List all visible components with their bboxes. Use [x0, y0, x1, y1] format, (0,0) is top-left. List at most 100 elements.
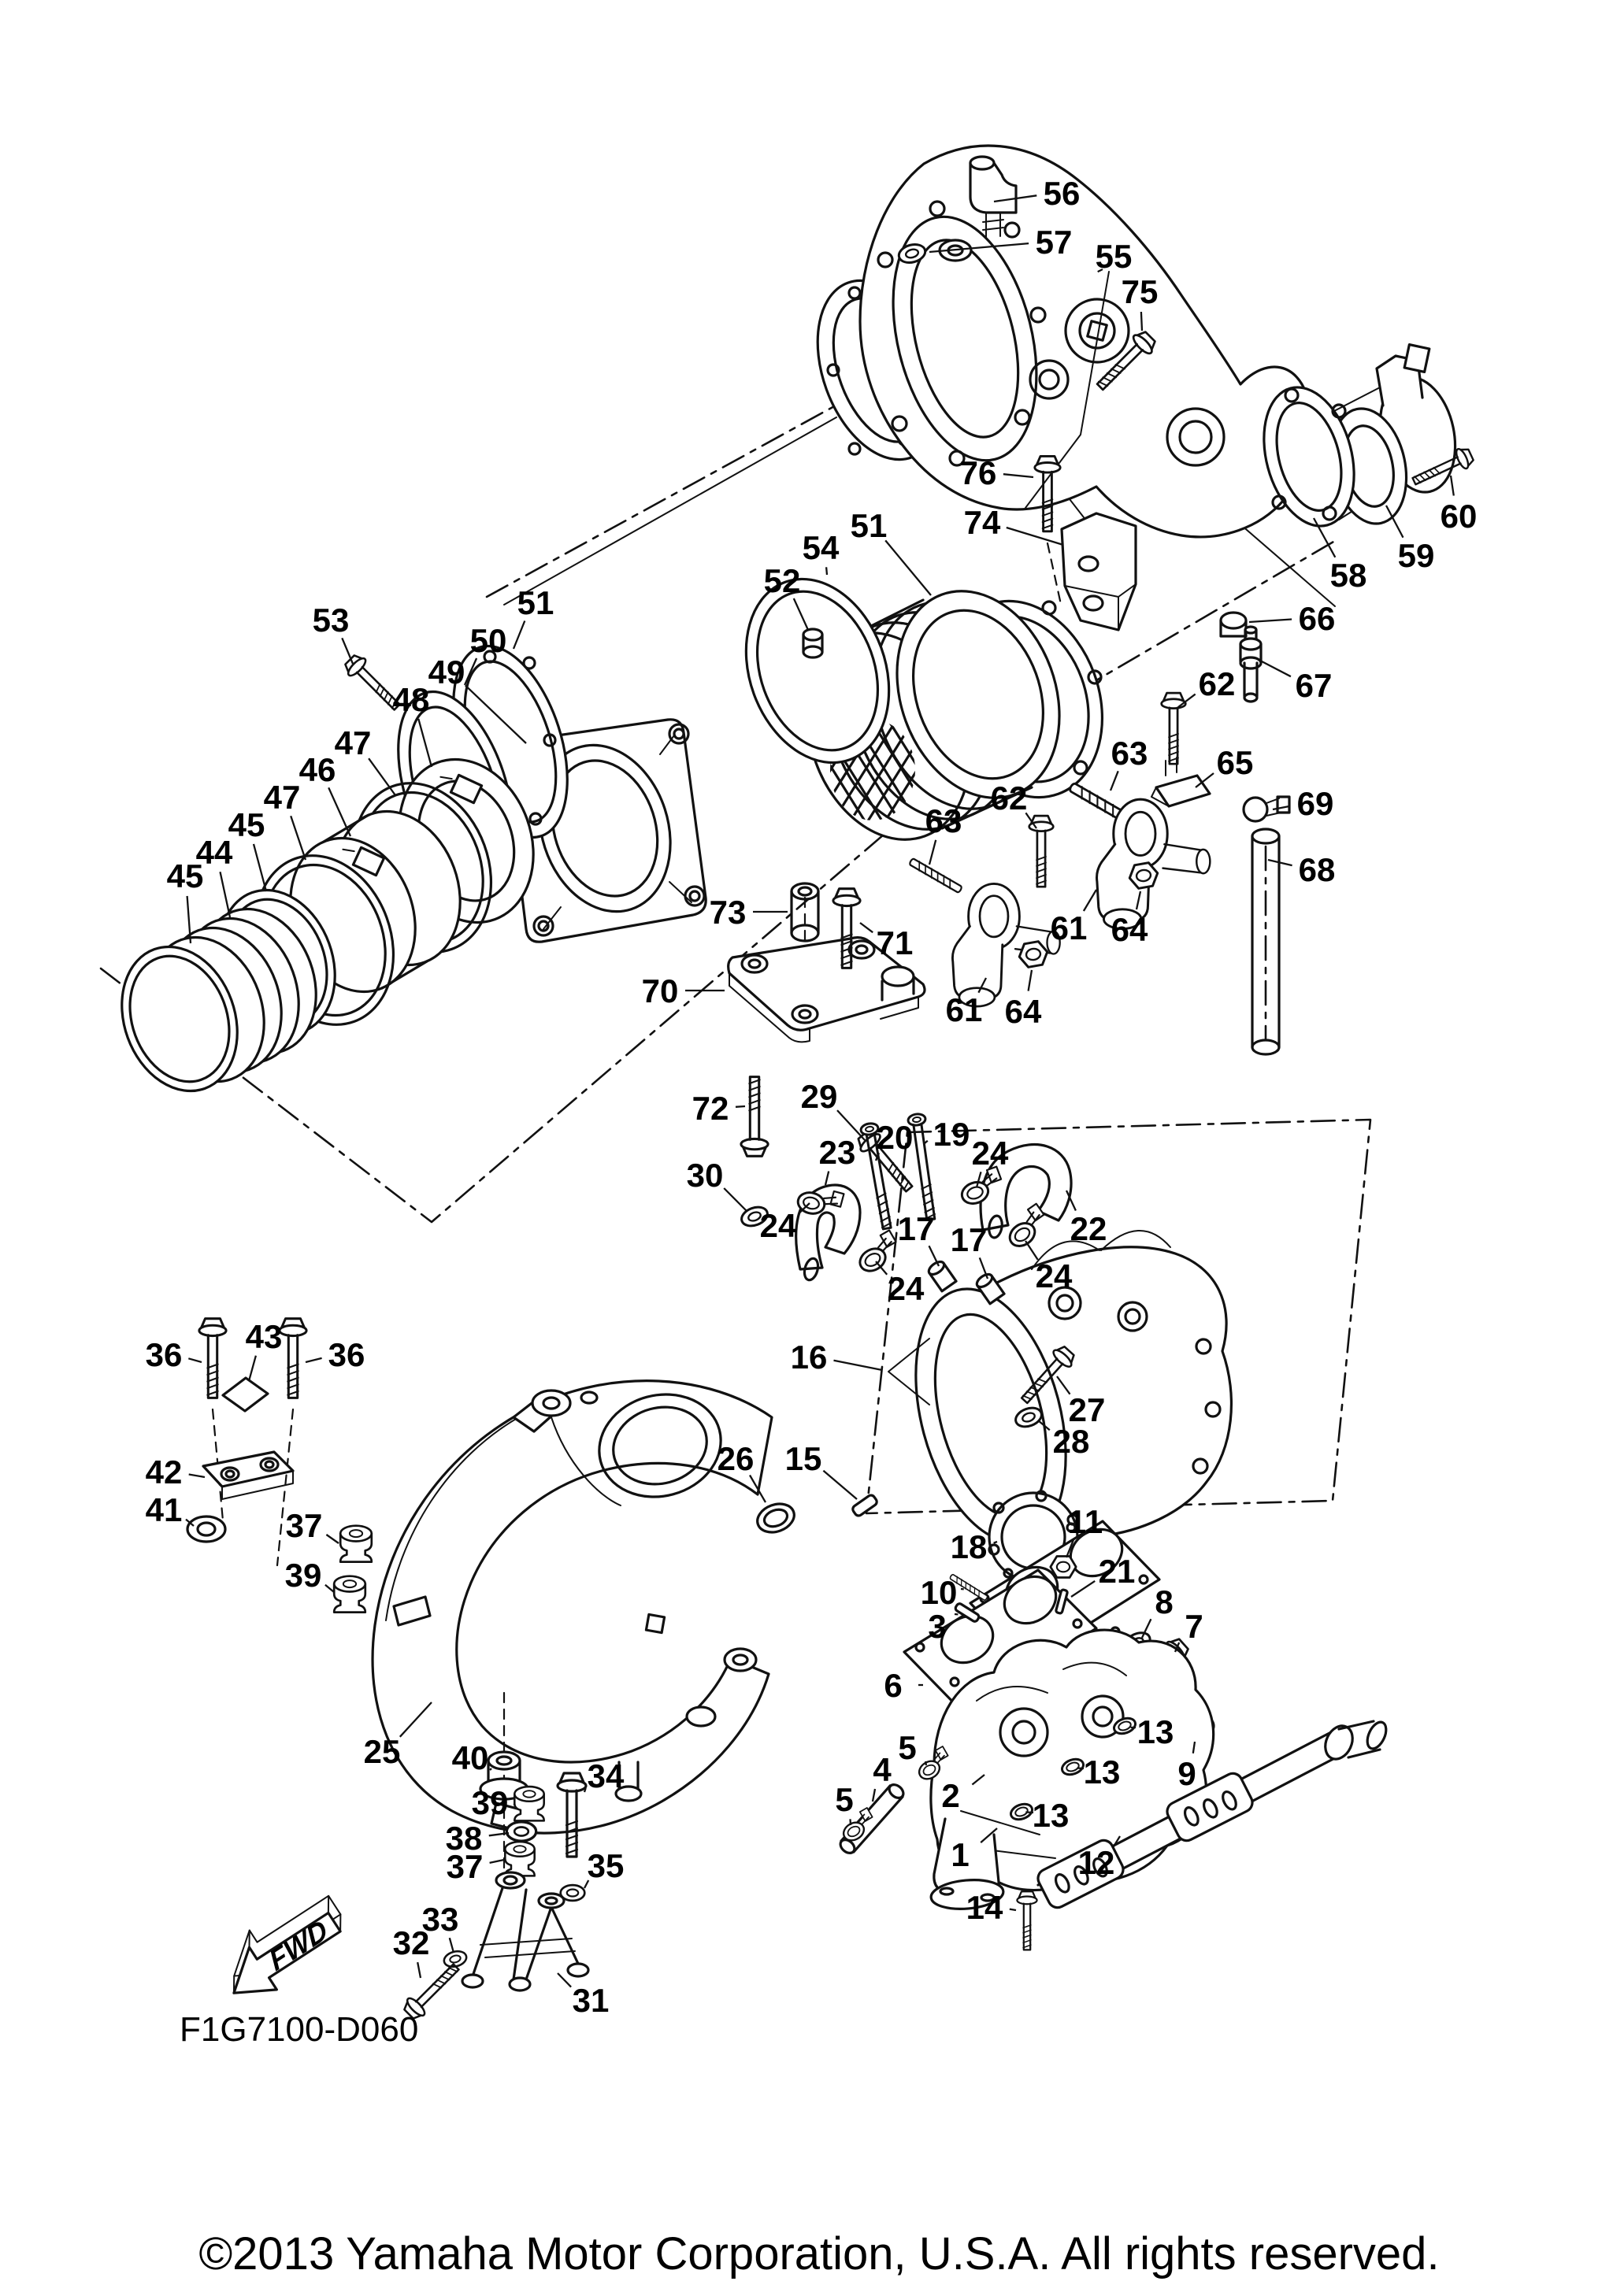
- leader-39: [324, 1583, 335, 1593]
- leader-1: [980, 1828, 998, 1843]
- leader-75: [1140, 311, 1144, 331]
- part-label-53: 53: [313, 602, 350, 639]
- grommet-41: [186, 1515, 227, 1543]
- leader-20: [874, 1152, 881, 1161]
- part-label-68: 68: [1299, 851, 1336, 888]
- part-label-15: 15: [785, 1440, 822, 1477]
- spacer-52: [802, 628, 824, 659]
- leader-64: [1027, 969, 1033, 991]
- lug-61a: [1096, 798, 1211, 931]
- leader-36: [305, 1357, 322, 1364]
- leader-52: [792, 598, 810, 631]
- leader-57: [929, 242, 1029, 254]
- box-corner-16: [888, 1338, 930, 1405]
- part-label-64: 64: [1111, 911, 1148, 948]
- leader-41: [185, 1518, 195, 1527]
- part-label-11: 11: [1068, 1503, 1103, 1540]
- leader-56: [993, 194, 1037, 203]
- leader-16: [833, 1359, 883, 1372]
- leader-66: [1248, 618, 1292, 624]
- damper-37u: [339, 1524, 373, 1564]
- leader-43: [247, 1355, 258, 1382]
- part-label-74: 74: [964, 504, 1001, 541]
- part-label-57: 57: [1036, 224, 1073, 261]
- leader-40: [489, 1768, 492, 1771]
- engine-block-16: [914, 1230, 1233, 1551]
- bolt-62b: [1028, 814, 1055, 888]
- leader-42: [188, 1473, 206, 1479]
- part-label-2: 2: [941, 1777, 959, 1814]
- part-label-50: 50: [470, 622, 507, 659]
- leader-19: [924, 1139, 929, 1144]
- manifold-group: [836, 1490, 1388, 1951]
- washer-38: [505, 1820, 538, 1842]
- leader-74: [1006, 526, 1064, 546]
- leader-61: [977, 977, 988, 994]
- part-label-51: 51: [851, 507, 888, 544]
- part-label-38: 38: [446, 1820, 483, 1857]
- part-label-61: 61: [1051, 909, 1088, 946]
- leader-46: [328, 787, 352, 837]
- part-label-36: 36: [328, 1336, 365, 1373]
- part-label-60: 60: [1441, 498, 1478, 535]
- part-label-40: 40: [452, 1739, 489, 1776]
- leader-62: [1025, 812, 1037, 829]
- leader-59: [1385, 505, 1404, 539]
- leader-76: [1003, 473, 1034, 479]
- leader-2: [971, 1774, 985, 1786]
- gasket-26: [756, 1502, 795, 1534]
- part-label-8: 8: [1155, 1583, 1173, 1620]
- leader-60: [1449, 475, 1455, 496]
- leader-69: [1272, 805, 1291, 811]
- pad-43: [221, 1376, 269, 1413]
- part-label-24: 24: [1036, 1257, 1073, 1294]
- valve-67: [1239, 625, 1263, 703]
- part-label-64: 64: [1005, 993, 1042, 1030]
- part-label-70: 70: [642, 972, 679, 1009]
- part-label-51: 51: [517, 584, 554, 621]
- part-label-13: 13: [1084, 1753, 1121, 1791]
- leader-51: [512, 620, 526, 650]
- part-label-24: 24: [972, 1135, 1009, 1172]
- part-label-73: 73: [710, 894, 747, 931]
- bolt-36a: [198, 1317, 228, 1399]
- part-label-7: 7: [1185, 1608, 1203, 1645]
- part-label-13: 13: [1033, 1797, 1070, 1834]
- part-label-23: 23: [819, 1134, 856, 1171]
- leader-22: [1065, 1190, 1077, 1211]
- lug-61b: [951, 882, 1062, 1008]
- leader-33: [448, 1937, 455, 1953]
- part-label-69: 69: [1297, 785, 1334, 822]
- part-label-16: 16: [791, 1339, 828, 1376]
- leader-54: [825, 567, 829, 576]
- part-label-44: 44: [196, 834, 233, 871]
- part-label-46: 46: [299, 751, 336, 788]
- leader-63: [928, 839, 937, 865]
- leader-38: [488, 1831, 510, 1837]
- leader-35: [583, 1879, 590, 1889]
- part-label-1: 1: [951, 1836, 969, 1873]
- part-label-5: 5: [835, 1781, 853, 1818]
- muffler-body-25: [371, 1379, 773, 1835]
- sleeve-17b: [975, 1272, 1006, 1305]
- center-bracket-group: [727, 882, 926, 1231]
- part-label-63: 63: [925, 802, 962, 839]
- pin-3: [954, 1602, 981, 1623]
- leader-64: [1135, 891, 1142, 910]
- leader-26: [749, 1474, 766, 1503]
- part-label-31: 31: [573, 1982, 610, 2019]
- sleeve-17a: [927, 1260, 958, 1293]
- leader-37: [489, 1858, 505, 1865]
- part-label-59: 59: [1398, 537, 1435, 574]
- engine-cluster: [756, 1111, 1233, 1551]
- leader-50: [463, 657, 478, 686]
- part-label-10: 10: [921, 1574, 958, 1611]
- drum-and-rings: [121, 577, 1104, 1093]
- part-label-47: 47: [264, 779, 301, 816]
- clip-69: [1242, 795, 1291, 823]
- leader-32: [417, 1961, 422, 1979]
- leader-7: [1174, 1642, 1181, 1653]
- leader-45: [186, 895, 192, 944]
